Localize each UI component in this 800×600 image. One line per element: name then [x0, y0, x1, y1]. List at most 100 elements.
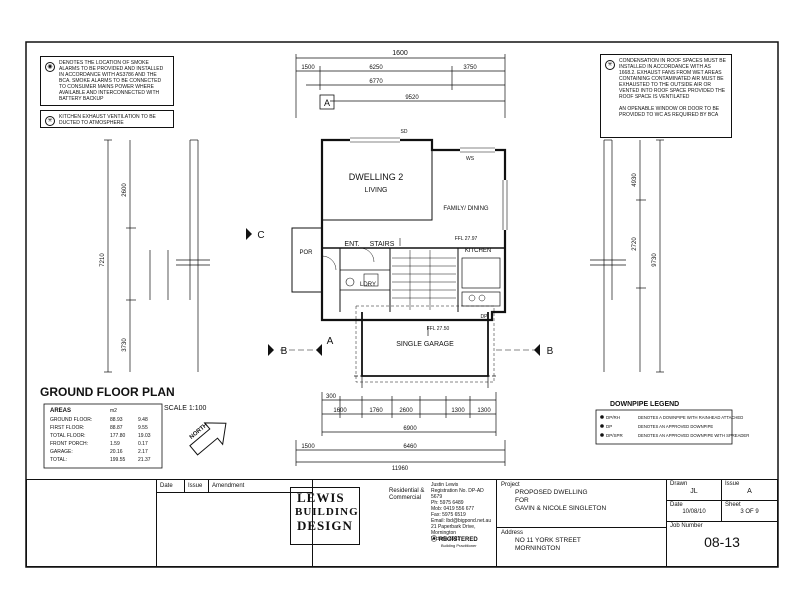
downpipe-bullet-icon [600, 415, 604, 419]
room-dwelling: DWELLING 2 [349, 172, 404, 182]
dim-left-3: 3730 [122, 338, 128, 352]
section-marker-b-right: B [534, 344, 554, 357]
downpipe-box [595, 409, 733, 445]
plan-scale: SCALE 1:100 [164, 405, 207, 412]
contact-line: Ph: 5975 6489 [431, 500, 464, 506]
area-row-label: TOTAL: [50, 457, 67, 463]
area-row-value: 199.55 [110, 457, 126, 463]
ventilation-note: ✳ CONDENSATION IN ROOF SPACES MUST BE IN… [600, 54, 732, 138]
rev-issue-header: Issue [185, 480, 209, 492]
tb-project: Project PROPOSED DWELLING FOR GAVIN & NI… [497, 480, 667, 566]
dim-top-1: 1500 [301, 65, 315, 71]
date-value: 10/08/10 [682, 509, 706, 515]
downpipe-desc: DENOTES A DOWNPIPE WITH RAINHEAD ATTACHE… [638, 415, 743, 420]
dim-bottom-5: 1300 [451, 408, 465, 414]
area-row-value: 1.59 [110, 441, 120, 447]
room-living: LIVING [365, 187, 388, 194]
downpipe-code: DP [606, 424, 612, 429]
dim-right-1: 4930 [632, 173, 638, 187]
area-row-value: 20.16 [110, 449, 123, 455]
floor-plan [291, 137, 508, 388]
drawn-label: Drawn [670, 481, 688, 487]
rev-date-header: Date [157, 480, 185, 492]
contact-line: Mob: 0419 556 677 [431, 506, 475, 512]
right-section-profile [590, 139, 664, 373]
project-label: Project [501, 482, 520, 488]
tb-blank [27, 480, 157, 566]
dim-bottom-6: 1300 [477, 408, 491, 414]
sheet-border [25, 41, 779, 568]
dim-bottom-10: 11960 [392, 466, 409, 472]
dim-top-5: 9520 [405, 95, 419, 101]
dim-left-2: 2600 [122, 183, 128, 197]
contact-line: Victoria 3931 [431, 536, 461, 542]
area-row-label: FRONT PORCH: [50, 441, 88, 447]
area-row-value-alt: 21.37 [138, 457, 151, 463]
room-stairs: STAIRS [370, 241, 395, 248]
north-arrow: NORTH [189, 422, 227, 456]
area-row-value-alt: 2.17 [138, 449, 148, 455]
dim-top-3: 3750 [463, 65, 477, 71]
label-sd: SD [401, 129, 408, 135]
logo-line-3: DESIGN [297, 518, 353, 533]
area-row-value-alt: 9.55 [138, 425, 148, 431]
rev-amend-header: Amendment [212, 483, 245, 489]
smoke-alarm-note: ◉ DENOTES THE LOCATION OF SMOKE ALARMS T… [40, 56, 174, 106]
address-label: Address [501, 530, 524, 536]
contact-line: Email: lbd@bigpond.net.au [431, 518, 492, 524]
title-block: Date Issue Amendment Residential & Comme… [26, 479, 778, 567]
area-row-label: TOTAL FLOOR: [50, 433, 85, 439]
dim-bottom-2: 1600 [333, 408, 347, 414]
room-ent: ENT. [344, 241, 359, 248]
registered-text: REGISTERED [438, 537, 478, 543]
exhaust-text: KITCHEN EXHAUST VENTILATION TO BE DUCTED… [59, 114, 156, 126]
registered-sub: Building Practitioner [441, 543, 477, 548]
downpipe-bullet-icon [600, 433, 604, 437]
date-label: Date [670, 502, 683, 508]
dim-bottom-9: 6460 [403, 444, 417, 450]
area-row-label: FIRST FLOOR: [50, 425, 84, 431]
logo-line-2: BUILDING [295, 506, 359, 518]
dim-right-2: 2720 [632, 237, 638, 251]
svg-text:C: C [257, 230, 264, 241]
plan-title: GROUND FLOOR PLAN [40, 385, 175, 399]
window-text: AN OPENABLE WINDOW OR DOOR TO BE PROVIDE… [619, 106, 720, 118]
areas-table: AREAS m2 [43, 403, 163, 469]
areas-heading: AREAS [50, 408, 71, 414]
dim-left-1: 7210 [100, 253, 106, 267]
room-laundry: LDRY [360, 282, 376, 288]
left-section-profile [104, 139, 210, 373]
section-marker-b-left: B [268, 344, 288, 357]
section-marker-c: C [246, 228, 265, 241]
job-number: 08-13 [704, 534, 740, 550]
downpipe-desc: DENOTES AN APPROVED DOWNPIPE [638, 424, 713, 429]
svg-text:A: A [324, 98, 330, 108]
smoke-alarm-icon: ◉ [45, 62, 55, 72]
downpipe-code: DP/SPR [606, 433, 624, 438]
dim-bottom-3: 1760 [369, 408, 383, 414]
company-logo: LEWIS BUILDING DESIGN [290, 487, 360, 545]
sheet-value: 3 OF 9 [740, 509, 759, 515]
label-ws: WS [466, 156, 475, 162]
tb-sheet-info: Drawn JL Issue A Date 10/08/10 Sheet 3 O… [667, 480, 777, 566]
smoke-alarm-text: DENOTES THE LOCATION OF SMOKE ALARMS TO … [59, 60, 164, 102]
dim-bottom-7: 6900 [403, 426, 417, 432]
area-row-value: 177.80 [110, 433, 126, 439]
area-row-value-alt: 9.48 [138, 417, 148, 423]
downpipe-bullet-icon [600, 424, 604, 428]
contact-line: Registration No. DP-AD 5679 [431, 488, 484, 500]
ventilation-text: CONDENSATION IN ROOF SPACES MUST BE INST… [619, 58, 726, 100]
dim-right-3: 9730 [652, 253, 658, 267]
logo-line-1: LEWIS [297, 490, 345, 505]
ffl-garage: FFL 27.50 [427, 326, 450, 332]
exhaust-fan-icon: ✳ [45, 116, 55, 126]
room-porch: POR [299, 250, 313, 256]
ventilation-icon: ✳ [605, 60, 615, 70]
contact-line: Fax: 5975 6519 [431, 512, 466, 518]
room-family: FAMILY/ DINING [443, 206, 489, 212]
company-sub: Residential & Commercial [389, 488, 425, 501]
ffl-upper: FFL 27.97 [455, 236, 478, 242]
